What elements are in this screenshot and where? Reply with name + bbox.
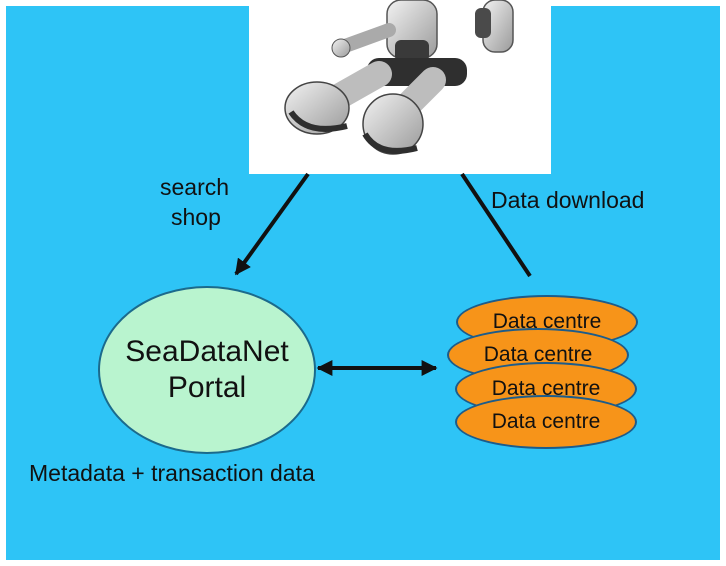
shop-label: shop: [171, 204, 221, 230]
metadata-label: Metadata + transaction data: [29, 460, 315, 486]
portal-title-line2: Portal: [167, 371, 247, 404]
seadatanet-portal-node: SeaDataNet Portal: [98, 286, 316, 454]
robot-image: [249, 0, 551, 174]
data-download-label: Data download: [491, 187, 645, 213]
search-shop-arrow: [234, 172, 310, 276]
download-connector-line: [460, 172, 532, 278]
robot-icon: [284, 0, 514, 155]
data-centre-node-4: Data centre: [455, 395, 637, 449]
portal-title-line1: SeaDataNet: [125, 335, 289, 368]
search-label: search: [160, 174, 230, 200]
